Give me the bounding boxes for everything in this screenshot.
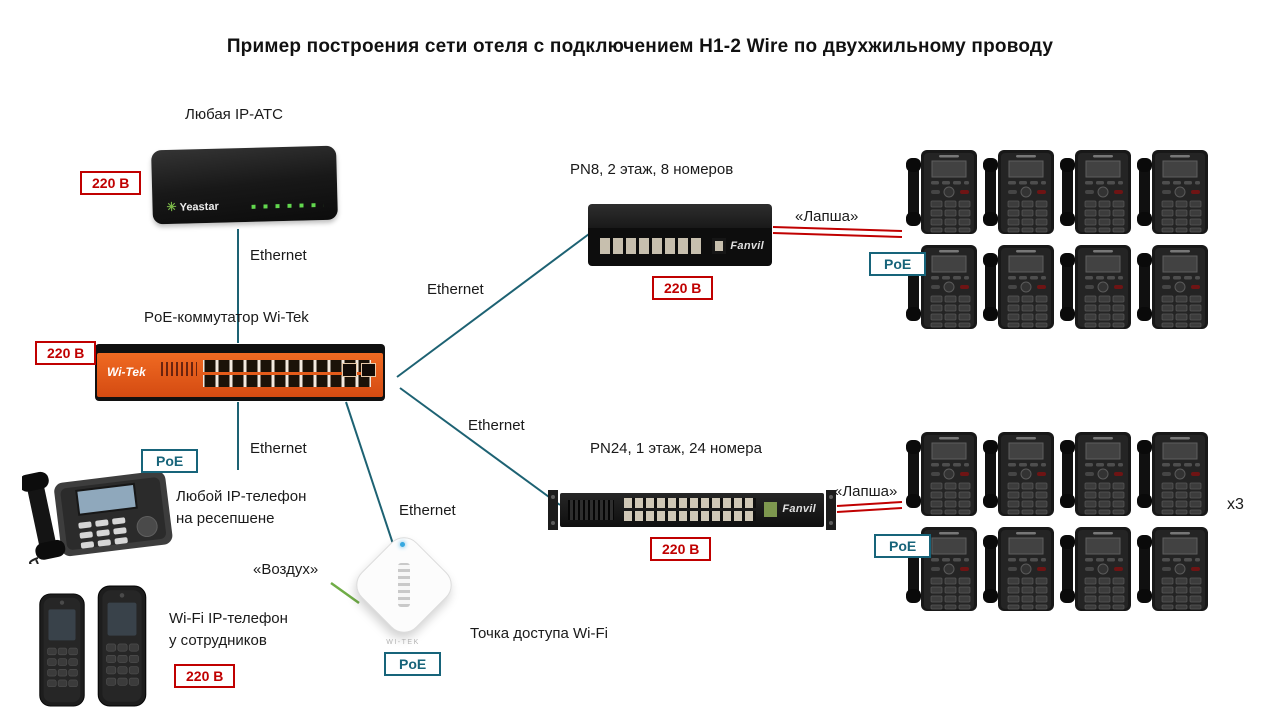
wifi-handset-icon <box>94 584 150 708</box>
reception-phone-label: Любой IP-телефон на ресепшене <box>176 486 306 530</box>
fanvil-logo-pn24: Fanvil <box>782 503 816 515</box>
ip-pbx-device: ✳Yeastar <box>151 145 338 225</box>
poe-badge-pn8-phones: PoE <box>869 252 927 276</box>
deskphone-icon <box>22 460 177 564</box>
fanvil-logo-pn8: Fanvil <box>730 240 764 252</box>
power-badge-pn24: 220 В <box>650 537 712 561</box>
ethernet-line-switch-pn24 <box>399 387 561 506</box>
access-point-vent <box>398 563 410 607</box>
yeastar-logo-icon: ✳ <box>166 199 177 215</box>
ethernet-label-reception: Ethernet <box>250 440 307 457</box>
ethernet-line-switch-ap <box>345 401 395 548</box>
switch-faceplate: Wi-Tek <box>97 353 383 397</box>
status-leds <box>251 202 324 209</box>
wifi-phone-label-line2: у сотрудников <box>169 632 267 649</box>
wifi-handset-icon <box>36 592 88 708</box>
ethernet-label-pbx: Ethernet <box>250 247 307 264</box>
poe-badge-reception: PoE <box>141 449 199 473</box>
two-wire-line-pn24-a <box>836 501 903 507</box>
pn8-faceplate: Fanvil <box>588 228 772 266</box>
ip-phone-icon <box>983 430 1055 518</box>
poe-switch-device: Wi-Tek <box>95 344 385 401</box>
pn8-device: Fanvil <box>588 204 772 266</box>
two-wire-line-pn8-a <box>772 226 903 232</box>
reception-phone-label-line2: на ресепшене <box>176 510 275 527</box>
poe-badge-ap: PoE <box>384 652 442 676</box>
pn24-faceplate: Fanvil <box>560 493 824 527</box>
rack-vents <box>568 500 614 520</box>
yeastar-brand-text: Yeastar <box>179 200 219 214</box>
reception-phone-label-line1: Любой IP-телефон <box>176 488 307 505</box>
power-badge-switch: 220 В <box>35 341 97 365</box>
pn24-label: PN24, 1 этаж, 24 номера <box>590 440 762 457</box>
wifi-phone-label-line1: Wi-Fi IP-телефон <box>169 610 288 627</box>
port-row <box>203 360 371 372</box>
two-wire-label-pn8: «Лапша» <box>795 208 859 225</box>
port-row <box>624 511 756 521</box>
two-wire-label-pn24: «Лапша» <box>834 483 898 500</box>
witek-logo: Wi-Tek <box>107 365 146 379</box>
switch-port-grid <box>203 360 371 390</box>
core-switch-label: PoE-коммутатор Wi-Tek <box>144 309 309 326</box>
power-badge-wifi-phone: 220 В <box>174 664 236 688</box>
pn24-device: Fanvil <box>548 487 836 533</box>
ip-phone-icon <box>1060 243 1132 331</box>
phone-group-floor1 <box>906 430 1209 613</box>
switch-leds <box>161 362 197 376</box>
wifi-handsets-device <box>36 582 166 708</box>
pn8-uplink-port <box>712 238 726 254</box>
pn24-uplink-port <box>764 502 777 517</box>
access-point-brand: WI-TEK <box>386 639 420 646</box>
ip-phone-icon <box>983 243 1055 331</box>
access-point-led <box>400 542 405 547</box>
phone-group-floor2 <box>906 148 1209 331</box>
port-row <box>624 498 756 508</box>
ip-phone-icon <box>906 148 978 236</box>
pbx-body: ✳Yeastar <box>151 145 338 225</box>
ethernet-label-pn8: Ethernet <box>427 281 484 298</box>
pbx-label: Любая IP-АТС <box>185 106 283 123</box>
ethernet-label-ap: Ethernet <box>399 502 456 519</box>
ip-phone-icon <box>1060 430 1132 518</box>
rack-ear-right <box>826 490 836 530</box>
pn8-port-row <box>600 238 704 254</box>
power-badge-pn8: 220 В <box>652 276 714 300</box>
ip-phone-icon <box>906 430 978 518</box>
rack-ear-left <box>548 490 558 530</box>
yeastar-logo: ✳Yeastar <box>166 199 219 214</box>
ip-phone-icon <box>1137 525 1209 613</box>
reception-phone-device <box>22 460 177 569</box>
poe-badge-pn24-phones: PoE <box>874 534 932 558</box>
ethernet-label-pn24: Ethernet <box>468 417 525 434</box>
air-label: «Воздух» <box>253 561 319 578</box>
pn24-port-grid <box>624 498 756 524</box>
pn8-label: PN8, 2 этаж, 8 номеров <box>570 161 734 178</box>
ip-phone-icon <box>1060 525 1132 613</box>
ip-phone-icon <box>983 148 1055 236</box>
pn8-top-face <box>588 204 772 228</box>
multiplier-label: x3 <box>1227 496 1244 513</box>
ip-phone-icon <box>983 525 1055 613</box>
port-row <box>203 375 371 387</box>
ip-phone-icon <box>1060 148 1132 236</box>
access-point-device: WI-TEK <box>348 529 460 650</box>
wifi-phone-label: Wi-Fi IP-телефон у сотрудников <box>169 608 288 652</box>
ethernet-line-switch-pn8 <box>396 233 590 378</box>
ip-phone-icon <box>1137 430 1209 518</box>
ip-phone-icon <box>1137 243 1209 331</box>
two-wire-line-pn8-b <box>772 232 903 238</box>
sfp-ports <box>342 363 376 377</box>
access-point-label: Точка доступа Wi-Fi <box>470 625 608 642</box>
diagram-title: Пример построения сети отеля с подключен… <box>226 36 1054 57</box>
ip-phone-icon <box>1137 148 1209 236</box>
two-wire-line-pn24-b <box>836 507 903 513</box>
power-badge-pbx: 220 В <box>80 171 142 195</box>
